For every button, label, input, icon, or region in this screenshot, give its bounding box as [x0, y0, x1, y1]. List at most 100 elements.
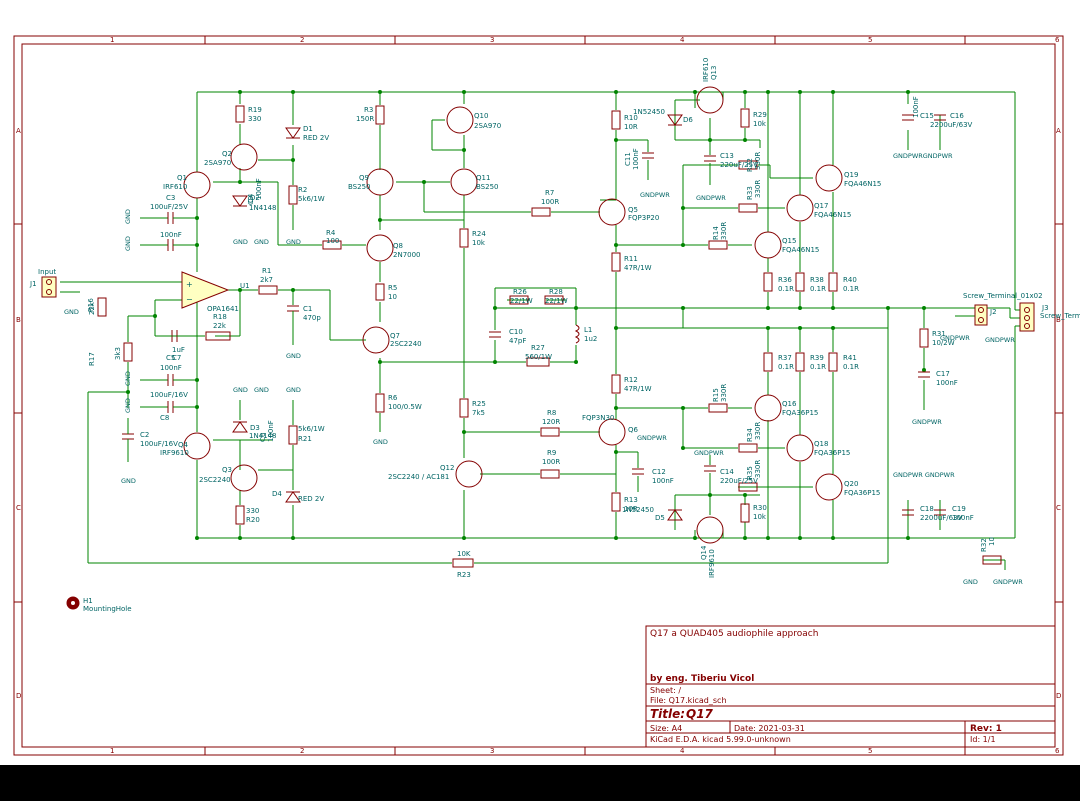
opamp-u1[interactable]: + − U1 OPA1641: [181, 271, 250, 313]
r39-ref: R39: [810, 354, 824, 362]
gnd-c6: GND: [124, 371, 132, 386]
c14-value: 220uF/25V: [720, 477, 758, 485]
gndpwr-c17: GNDPWR: [912, 418, 942, 426]
q12-ref: Q12: [440, 464, 454, 472]
r16-ref: R16: [87, 298, 95, 312]
title-block-size: Size: A4: [650, 724, 682, 733]
r7-value: 100R: [541, 198, 559, 206]
r12-ref: R12: [624, 376, 638, 384]
c8-ref: C8: [160, 414, 169, 422]
c13-value: 220uF/25V: [720, 161, 758, 169]
r17-ref: R17: [88, 352, 96, 366]
c10-value: 47pF: [509, 337, 526, 345]
r35-ref: R35: [746, 466, 754, 480]
gnd-c8: GND: [124, 398, 132, 413]
gndpwr-j3: GNDPWR: [985, 336, 1015, 344]
q14-ref: Q14: [700, 545, 708, 560]
zone-row-a-right: A: [1056, 127, 1061, 135]
r19-ref: R19: [248, 106, 262, 114]
u1-value: OPA1641: [207, 305, 239, 313]
r10-value: 10R: [624, 123, 638, 131]
r31-value: 10/2W: [932, 339, 955, 347]
title-block-sheet: Sheet: /: [650, 686, 681, 695]
gndpwr-r32: GNDPWR: [993, 578, 1023, 586]
zone-col-4-top: 4: [680, 36, 685, 44]
r13-value: 10R: [624, 505, 638, 513]
q18-ref: Q18: [814, 440, 828, 448]
gnd-c6-top: GND: [254, 386, 269, 394]
r32-value: 10: [988, 537, 996, 546]
c5-value: 1uF: [172, 346, 185, 354]
gnd-r32: GND: [963, 578, 978, 586]
gnd-c4: GND: [124, 236, 132, 251]
q9-ref: Q9: [359, 174, 369, 182]
r20-ref: R20: [246, 516, 260, 524]
c12-ref: C12: [652, 468, 666, 476]
q11-ref: Q11: [476, 174, 490, 182]
c14-ref: C14: [720, 468, 734, 476]
r36-value: 0.1R: [778, 285, 794, 293]
r28-value: 22/1W: [545, 297, 568, 305]
l1-ref: L1: [584, 326, 592, 334]
title-block-comment: Q17 a QUAD405 audiophile approach: [650, 629, 818, 639]
q13-ref: Q13: [710, 66, 718, 80]
r5-ref: R5: [388, 284, 397, 292]
r33-value: 330R: [754, 180, 762, 198]
q7-value: 2SC2240: [390, 340, 422, 348]
c13-ref: C13: [720, 152, 734, 160]
gndpwr-c11: GNDPWR: [640, 191, 670, 199]
q11-value: BS250: [476, 183, 498, 191]
j3-label: Screw_Terminal_01x03: [1040, 312, 1080, 320]
c12-value: 100nF: [652, 477, 674, 485]
gnd-r6: GND: [373, 438, 388, 446]
q16-value: FQA36P15: [782, 409, 818, 417]
q7-ref: Q7: [390, 332, 400, 340]
gnd-r2: GND: [286, 238, 301, 246]
r1-value: 2k7: [260, 276, 273, 284]
h1-ref: H1: [83, 597, 93, 605]
r40-ref: R40: [843, 276, 857, 284]
c15-ref: C15: [920, 112, 934, 120]
title-block-tool: KiCad E.D.A. kicad 5.99.0-unknown: [650, 735, 791, 744]
q5-value: FQP3P20: [628, 214, 659, 222]
r23-value: 10K: [457, 550, 471, 558]
q15-value: FQA46N15: [782, 246, 819, 254]
c19-value: 100nF: [952, 514, 974, 522]
d5-ref: D5: [655, 514, 665, 522]
r23-ref: R23: [457, 571, 471, 579]
c2-ref: C2: [140, 431, 149, 439]
c7-value: 100nF: [160, 364, 182, 372]
c3-value: 100uF/25V: [150, 203, 188, 211]
r25-value: 7k5: [472, 409, 485, 417]
r30-ref: R30: [753, 504, 767, 512]
q13-value: IRF610: [702, 58, 710, 82]
r31-ref: R31: [932, 330, 946, 338]
capacitors: [122, 114, 946, 516]
q19-value: FQA46N15: [844, 180, 881, 188]
r2-ref: R2: [298, 186, 307, 194]
q2-value: 2SA970: [204, 159, 231, 167]
r34-ref: R34: [746, 428, 754, 442]
q4-ref: Q4: [178, 441, 189, 449]
gndpwr-j2: GNDPWR: [940, 334, 970, 342]
d6-ref: D6: [683, 116, 693, 124]
title-block-author: by eng. Tiberiu Vicol: [650, 674, 754, 684]
r9-value: 100R: [542, 458, 560, 466]
r13-ref: R13: [624, 496, 638, 504]
zone-row-a-left: A: [16, 127, 21, 135]
r18-value: 22k: [213, 322, 227, 330]
h1-value: MountingHole: [83, 605, 132, 613]
c4-value: 100nF: [160, 231, 182, 239]
resistors: [97, 105, 1002, 568]
r25-ref: R25: [472, 400, 486, 408]
r26-ref: R26: [513, 288, 527, 296]
r10-ref: R10: [624, 114, 638, 122]
q6-ref: Q6: [628, 426, 639, 434]
r22-ref: R22: [746, 158, 754, 172]
r27-ref: R27: [531, 344, 545, 352]
r12-value: 47R/1W: [624, 385, 652, 393]
title-block-rev: Rev: 1: [970, 724, 1002, 734]
r7-ref: R7: [545, 189, 554, 197]
r8-value: 120R: [542, 418, 560, 426]
connectors: [41, 276, 1035, 610]
